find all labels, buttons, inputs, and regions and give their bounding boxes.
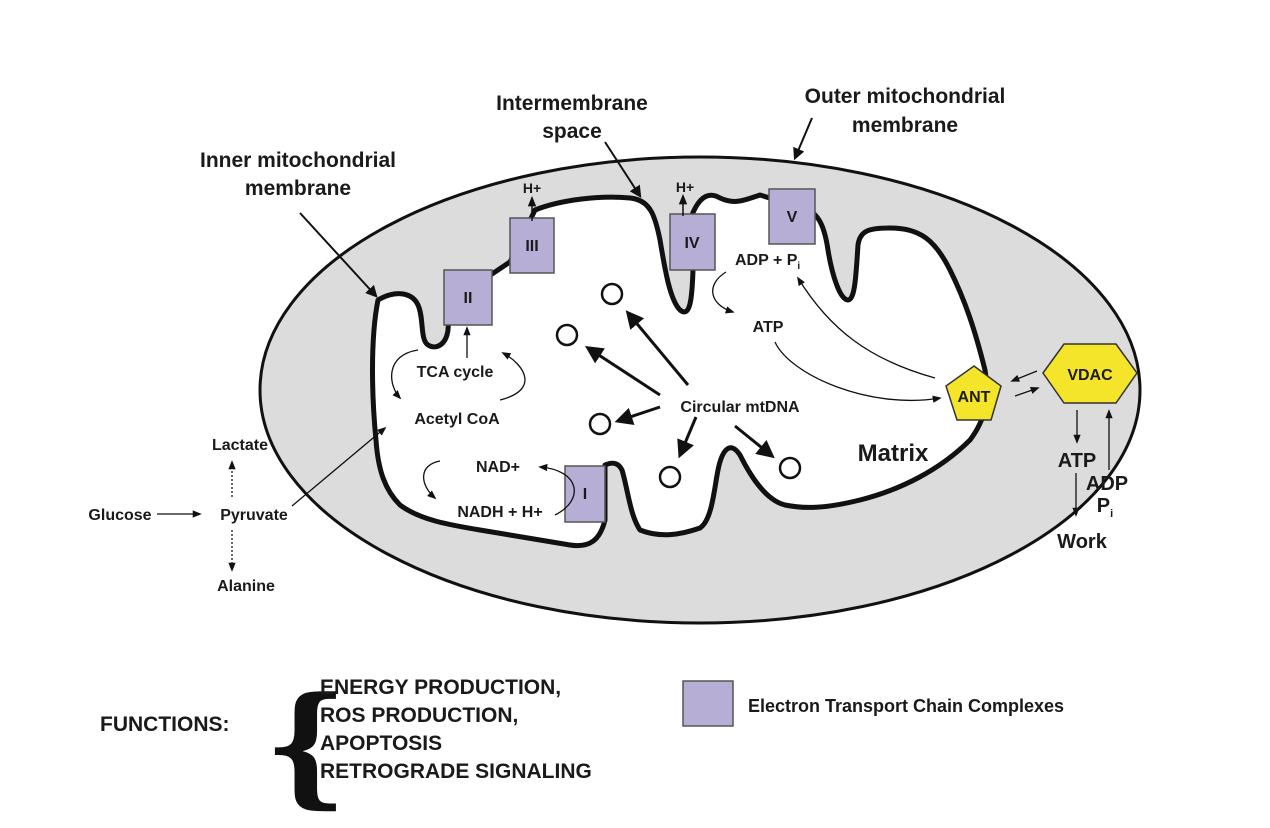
pi-out-label: Pi: [1097, 495, 1113, 520]
intermembrane-label-1: Intermembrane: [496, 92, 648, 115]
h-plus-label-iii: H+: [523, 180, 541, 196]
function-item: RETROGRADE SIGNALING: [320, 760, 592, 783]
inner-membrane-pointer: [299, 212, 378, 298]
h-plus-label-iv: H+: [676, 179, 694, 195]
complex-II: II: [443, 269, 493, 326]
function-item: ENERGY PRODUCTION,: [320, 676, 561, 699]
lactate-label: Lactate: [212, 437, 268, 454]
legend-label: Electron Transport Chain Complexes: [748, 696, 1064, 716]
circular-mtdna-label: Circular mtDNA: [680, 399, 800, 416]
svg-text:III: III: [525, 238, 538, 255]
outer-membrane-label-2: membrane: [852, 114, 958, 137]
nad-plus-label: NAD+: [476, 459, 520, 476]
tca-cycle-label: TCA cycle: [417, 364, 494, 381]
outer-membrane-pointer: [793, 117, 813, 161]
atp-to-ant-arrow: [774, 341, 942, 403]
complex-III: III: [509, 217, 555, 274]
svg-text:VDAC: VDAC: [1067, 367, 1113, 384]
matrix-label: Matrix: [858, 440, 929, 467]
mtdna-circle: [778, 456, 802, 480]
function-item: APOPTOSIS: [320, 732, 442, 755]
mtdna-arrows: [584, 310, 775, 459]
vdac-to-ant-arrow: [1010, 370, 1038, 382]
mtdna-circle: [555, 323, 579, 347]
complex-IV: IV: [669, 213, 716, 271]
function-item: ROS PRODUCTION,: [320, 704, 518, 727]
ant-to-vdac-arrow: [1014, 386, 1040, 397]
svg-text:IV: IV: [684, 235, 699, 252]
ant-transporter: ANT: [945, 365, 1002, 421]
acetyl-coa-label: Acetyl CoA: [414, 411, 500, 428]
atp-out-label: ATP: [1058, 450, 1097, 472]
svg-text:I: I: [583, 486, 587, 503]
atp-inner-label: ATP: [753, 319, 784, 336]
pyruvate-to-acetylcoa-arrow: [291, 426, 387, 507]
nadh-cycle-arrow: [422, 460, 441, 500]
mtdna-circle: [658, 465, 682, 489]
tca-cycle-arrow-right: [499, 352, 526, 401]
svg-text:II: II: [464, 290, 473, 307]
complex-i-arrow: [538, 463, 575, 516]
inner-membrane-label-2: membrane: [245, 177, 351, 200]
tca-cycle-arrow-left: [391, 349, 419, 400]
svg-text:ANT: ANT: [958, 389, 991, 406]
mtdna-circle: [600, 282, 624, 306]
inner-membrane-label-1: Inner mitochondrial: [200, 149, 396, 172]
ant-to-adp-arrow: [797, 276, 936, 379]
complex-I: I: [564, 465, 606, 523]
glucose-label: Glucose: [88, 507, 151, 524]
adp-pi-label: ADP + Pi: [735, 252, 800, 272]
adp-out-label: ADP: [1086, 473, 1128, 495]
complex-V: V: [768, 188, 816, 245]
legend-swatch: [682, 680, 734, 727]
pyruvate-label: Pyruvate: [220, 507, 288, 524]
work-label: Work: [1057, 531, 1108, 553]
nadh-label: NADH + H+: [457, 504, 542, 521]
brace-icon: {: [264, 668, 348, 821]
alanine-label: Alanine: [217, 578, 275, 595]
mtdna-circle: [588, 412, 612, 436]
adp-to-atp-arrow: [712, 271, 735, 314]
functions-title: FUNCTIONS:: [100, 713, 230, 736]
svg-text:V: V: [787, 209, 798, 226]
intermembrane-label-2: space: [542, 120, 602, 143]
intermembrane-pointer: [604, 141, 642, 199]
outer-membrane-label-1: Outer mitochondrial: [805, 85, 1006, 108]
vdac-transporter: VDAC: [1042, 343, 1138, 404]
